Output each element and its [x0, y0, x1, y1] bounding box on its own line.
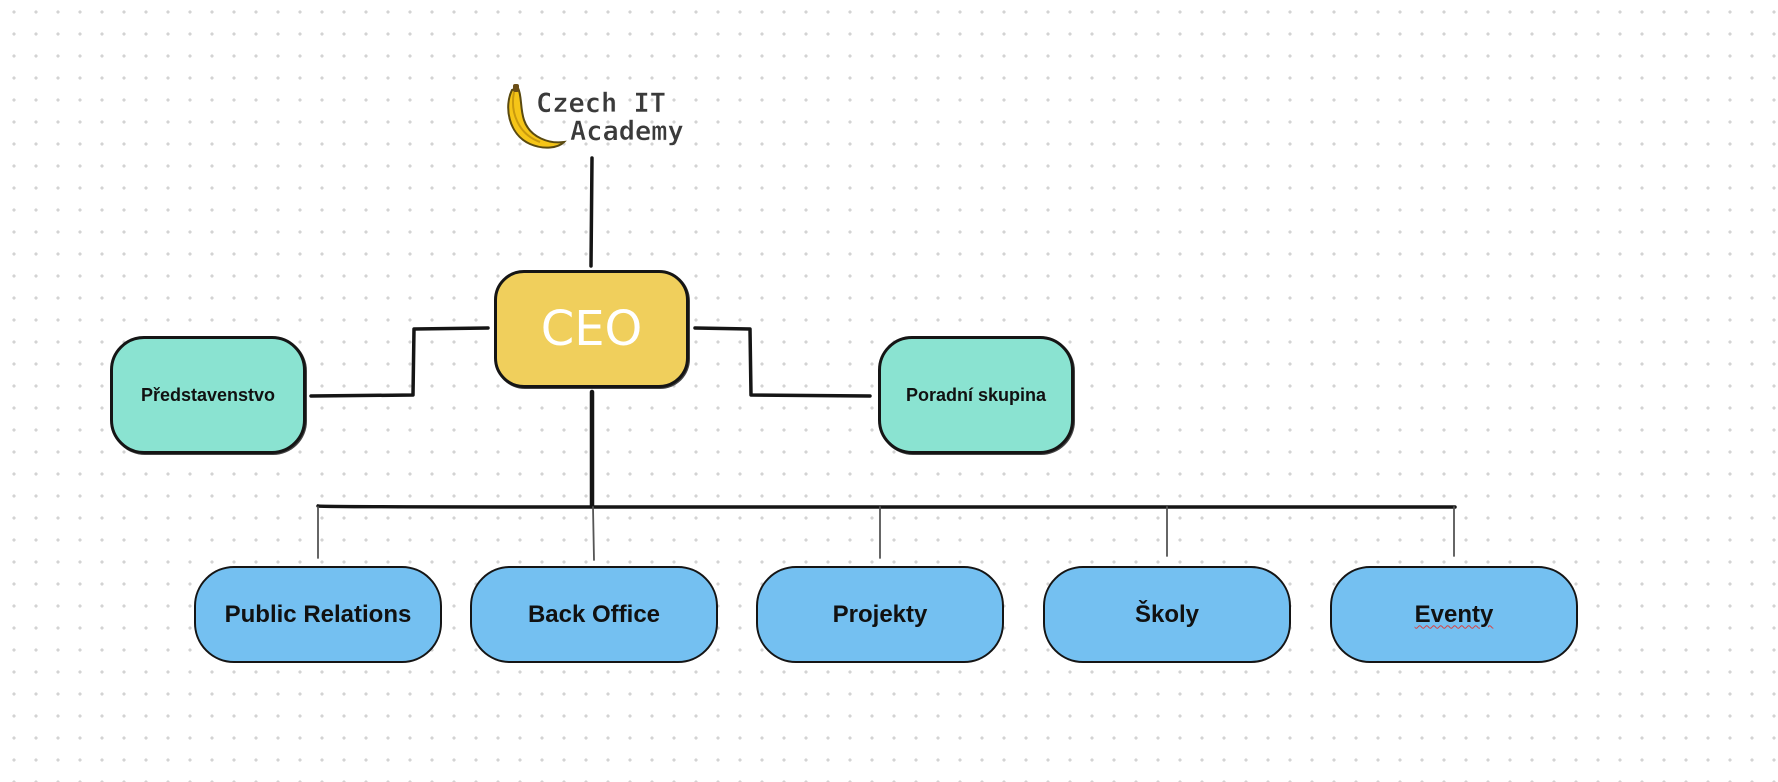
advisory-group-label: Poradní skupina — [905, 384, 1047, 405]
department-label: Školy — [1134, 600, 1200, 628]
ceo-node[interactable]: CEO — [494, 270, 689, 388]
connector-drop-backoffice — [592, 506, 595, 561]
department-label: Eventy — [1414, 600, 1494, 628]
advisory-group-node[interactable]: Poradní skupina — [878, 336, 1074, 454]
banana-icon — [507, 84, 567, 149]
board-node[interactable]: Představenstvo — [110, 336, 306, 454]
department-eventy[interactable]: Eventy — [1330, 566, 1578, 663]
czech-it-academy-logo: Czech IT Academy — [507, 84, 684, 149]
ceo-label: CEO — [540, 301, 643, 357]
connector-ceo-advisory — [693, 326, 872, 398]
connector-logo-ceo — [589, 156, 594, 268]
department-projekty[interactable]: Projekty — [756, 566, 1004, 663]
logo-line1: Czech IT — [536, 88, 666, 119]
connector-ceo-board — [309, 326, 490, 398]
department-public-relations[interactable]: Public Relations — [194, 566, 442, 663]
department-back-office[interactable]: Back Office — [470, 566, 718, 663]
department-label: Public Relations — [224, 600, 412, 628]
logo-line2: Academy — [570, 116, 684, 147]
department-skoly[interactable]: Školy — [1043, 566, 1291, 663]
department-label: Back Office — [527, 600, 661, 628]
connector-department-bus — [316, 504, 1457, 509]
board-label: Představenstvo — [140, 384, 276, 405]
department-label: Projekty — [832, 600, 928, 628]
